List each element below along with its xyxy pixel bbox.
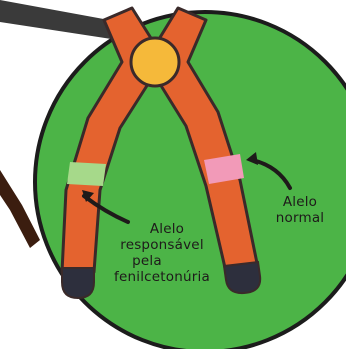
disease-label-line-1: Alelo xyxy=(150,221,184,237)
normal-allele-label: Alelo normal xyxy=(276,194,325,226)
disease-label-line-3: pela xyxy=(132,253,162,269)
right-telomere xyxy=(224,262,260,293)
top-left-bar xyxy=(0,0,120,40)
disease-allele-band xyxy=(67,162,106,186)
disease-label-line-4: fenilcetonúria xyxy=(114,269,210,285)
disease-label-line-2: responsável xyxy=(120,237,204,253)
normal-label-line-1: Alelo xyxy=(283,194,317,210)
centromere xyxy=(131,38,179,86)
left-telomere xyxy=(62,268,94,298)
normal-label-line-2: normal xyxy=(276,210,325,226)
